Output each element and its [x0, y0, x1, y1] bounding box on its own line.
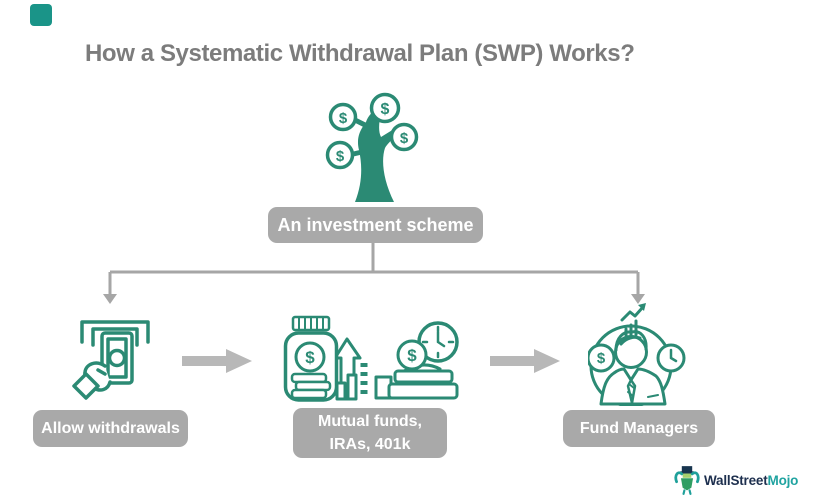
svg-text:$: $ — [339, 110, 348, 127]
coin-stack — [290, 388, 328, 400]
flow-connector — [103, 243, 645, 304]
fund-manager-icon: $ — [588, 303, 686, 406]
dollar-sign: $ — [597, 350, 606, 367]
growth-arrowhead — [638, 303, 646, 311]
note — [387, 382, 459, 400]
scheme-label: An investment scheme — [277, 214, 474, 235]
branch-label-mutual-funds: Mutual funds, IRAs, 401k — [293, 408, 447, 458]
branch-label-allow-withdrawals: Allow withdrawals — [33, 410, 188, 447]
dollar-coin-icon — [588, 343, 616, 373]
flow-arrow-right-icon — [182, 349, 252, 373]
jar-lid-ribs — [298, 316, 324, 331]
bar — [346, 373, 358, 401]
svg-text:$: $ — [381, 101, 390, 118]
wallstreetmojo-logo: WallStreetMojo — [674, 464, 798, 496]
cuff — [72, 372, 100, 400]
branch-label-fund-managers: Fund Managers — [563, 410, 715, 447]
arrow-down-icon — [631, 294, 645, 304]
dollar-sign: $ — [407, 346, 417, 365]
dollar-sign: $ — [305, 348, 315, 367]
logo-text-mojo: Mojo — [767, 472, 799, 488]
atm-inner-slot — [91, 327, 139, 347]
tree-trunk — [355, 110, 398, 202]
scheme-label-box: An investment scheme — [268, 207, 483, 243]
wallstreetmojo-mascot-icon — [674, 466, 700, 495]
jar-dollar-coin — [294, 341, 326, 373]
mutual-funds-icon: $ $ — [283, 315, 459, 402]
dollar-coin-icon — [396, 339, 428, 371]
growth-arrow — [620, 305, 645, 322]
clock-hands — [669, 348, 678, 363]
svg-text:$: $ — [400, 130, 409, 147]
money-tree-icon: $ $ $ $ — [325, 92, 419, 202]
dollar-coin-icon: $ — [369, 92, 401, 124]
connector-lines — [108, 243, 640, 295]
svg-text:$: $ — [336, 148, 345, 165]
clock-hands — [421, 325, 455, 359]
note — [393, 369, 454, 384]
atm-outer-slot — [80, 320, 150, 344]
dollar-coin-icon: $ — [328, 102, 358, 132]
dollar-coin-icon: $ — [389, 122, 419, 152]
logo-text-wallstreet: WallStreet — [704, 472, 768, 488]
tie-pattern — [627, 383, 659, 398]
flow-arrow-right-icon — [490, 349, 560, 373]
page-title: How a Systematic Withdrawal Plan (SWP) W… — [85, 40, 635, 67]
branch-label-text: Fund Managers — [579, 419, 699, 437]
banknote-circle — [107, 348, 127, 368]
branch-label-line1: Mutual funds, — [318, 413, 422, 430]
corner-accent-square — [30, 4, 52, 26]
branch-label-line2: IRAs, 401k — [329, 436, 411, 453]
cash-withdrawal-icon — [72, 320, 150, 400]
arrow-down-icon — [103, 294, 117, 304]
branch-label-text: Allow withdrawals — [41, 419, 180, 437]
head — [614, 335, 648, 369]
dollar-coin-icon: $ — [325, 140, 355, 170]
hair — [614, 330, 648, 352]
